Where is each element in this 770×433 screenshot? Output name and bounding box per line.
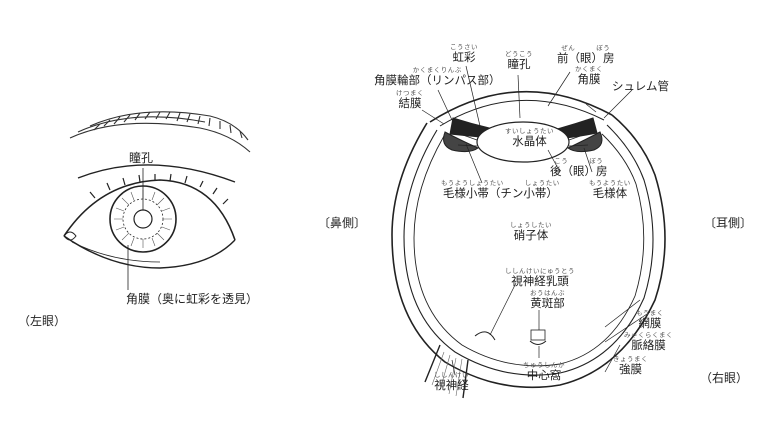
external-eye xyxy=(64,112,250,290)
label-zonule: もうようしょうたい しょうたい毛様小帯（チン小帯） xyxy=(441,180,560,199)
label-conjunctiva: けつまく結膜 xyxy=(396,90,424,109)
label-limbus: かくまくりんぶ角膜輪部（リンパス部） xyxy=(374,67,501,86)
optic-disc xyxy=(475,332,495,340)
fovea-dip xyxy=(530,341,546,345)
retina-line xyxy=(414,134,644,366)
label-vitreous: しょうしたい硝子体 xyxy=(510,222,552,241)
label-choroid: みゃくらくまく脈絡膜 xyxy=(624,332,673,351)
label-cornea: かくまく角膜 xyxy=(575,66,603,85)
label-posterior-chamber: こう ぼう後（眼）房 xyxy=(550,158,608,177)
label-optic-nerve: ししんけい視神経 xyxy=(434,372,469,391)
right-eye-side-label: （右眼） xyxy=(700,369,748,386)
label-anterior-chamber: ぜん ぼう前（眼）房 xyxy=(557,45,615,64)
label-ciliary-body: もうようたい毛様体 xyxy=(589,180,631,199)
label-iris: こうさい虹彩 xyxy=(450,44,478,63)
label-optic-disc: ししんけいにゅうとう視神経乳頭 xyxy=(505,268,575,287)
label-sclera: きょうまく強膜 xyxy=(613,356,648,375)
temporal-side-label: 〔耳側〕 xyxy=(704,214,752,231)
eyebrow xyxy=(70,112,250,152)
pupil-circle xyxy=(134,210,152,228)
label-fovea: ちゅうしんか中心窩 xyxy=(523,362,565,381)
label-schlemm-canal: シュレム管 xyxy=(612,80,669,93)
choroid-line xyxy=(404,125,653,375)
nasal-side-label: 〔鼻側〕 xyxy=(318,214,366,231)
upper-eyelid xyxy=(64,180,235,240)
cornea-outer xyxy=(430,92,612,122)
label-lens: すいしょうたい水晶体 xyxy=(505,128,554,147)
left-cornea-label: 角膜（奥に虹彩を透見） xyxy=(126,293,258,305)
label-macula: おうはんぶ黄斑部 xyxy=(530,290,565,309)
left-pupil-label: 瞳孔 xyxy=(129,152,153,164)
label-retina: もうまく網膜 xyxy=(636,310,664,329)
left-eye-side-label: （左眼） xyxy=(18,312,66,329)
macula-box xyxy=(531,330,545,340)
label-pupil: どうこう瞳孔 xyxy=(505,51,533,70)
